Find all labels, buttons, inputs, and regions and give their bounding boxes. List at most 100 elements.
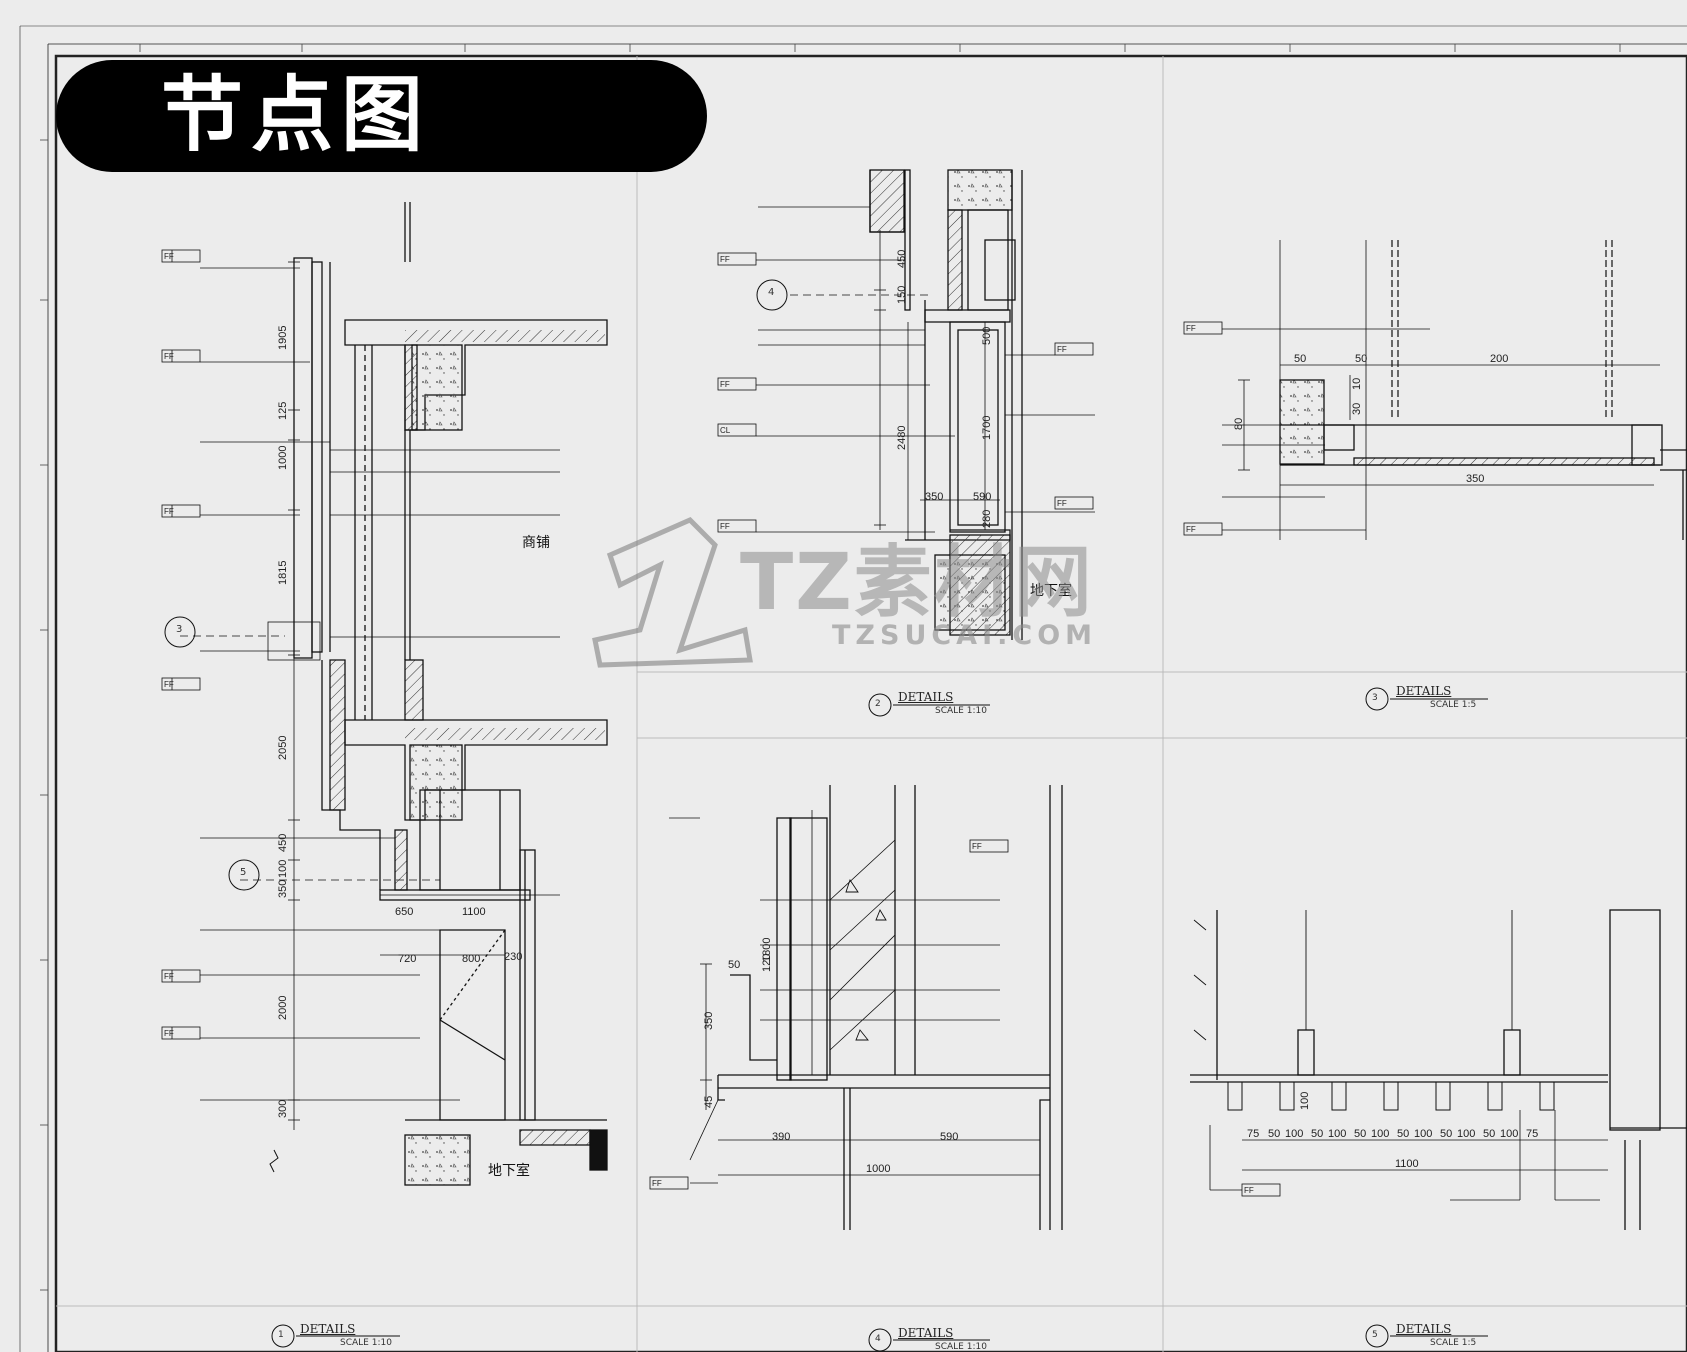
dimension-label: 2480 (896, 426, 908, 450)
section-marker-label: 3 (176, 624, 183, 635)
dimension-label: 100 (277, 860, 289, 878)
finish-tag: FF (1244, 1186, 1254, 1195)
dimension-label: 50 (1268, 1128, 1280, 1140)
finish-tag: FF (1057, 499, 1067, 508)
detail-5-drawing (1190, 909, 1687, 1230)
dimension-label: 50 (728, 959, 740, 971)
watermark-url: TZSUCAI.COM (832, 620, 1098, 651)
dimension-label: 100 (1299, 1092, 1311, 1110)
title-banner (56, 60, 707, 172)
detail-4-number: 4 (875, 1334, 881, 1344)
room-label-basement: 地下室 (488, 1163, 530, 1179)
watermark-brand: TZ素材网 (740, 538, 1094, 628)
dimension-label: 720 (398, 953, 416, 965)
dimension-label: 150 (896, 286, 908, 304)
finish-tag: FF (164, 1029, 174, 1038)
dimension-label: 1815 (277, 561, 289, 585)
dimension-label: 590 (973, 491, 991, 503)
finish-tag: FF (164, 352, 174, 361)
detail-2-title: DETAILS (898, 690, 954, 704)
dimension-label: 1800 (761, 938, 773, 962)
finish-tag: FF (164, 680, 174, 689)
dimension-label: 1000 (866, 1163, 890, 1175)
finish-tag: FF (164, 507, 174, 516)
watermark-logo-icon (592, 517, 753, 668)
dimension-label: 100 (1500, 1128, 1518, 1140)
panel-dividers (56, 56, 1687, 1352)
dimension-label: 80 (1233, 418, 1245, 430)
dimension-label: 1100 (1395, 1158, 1419, 1170)
detail-2-drawing (717, 169, 1095, 640)
finish-tag: FF (164, 252, 174, 261)
dimension-label: 450 (277, 834, 289, 852)
finish-tag: FF (164, 972, 174, 981)
dimension-label: 450 (896, 250, 908, 268)
finish-tag: FF (1186, 525, 1196, 534)
dimension-label: 200 (1490, 353, 1508, 365)
dimension-label: 350 (1466, 473, 1484, 485)
dimension-label: 280 (981, 510, 993, 528)
dimension-label: 800 (462, 953, 480, 965)
dimension-label: 300 (277, 1100, 289, 1118)
sheet-frame (19, 25, 1687, 1352)
grid-ruler-ticks (40, 44, 1621, 1291)
detail-2-scale: SCALE 1:10 (935, 706, 987, 716)
dimension-label: 50 (1294, 353, 1306, 365)
dimension-label: 75 (1247, 1128, 1259, 1140)
detail-4-scale: SCALE 1:10 (935, 1342, 987, 1352)
dimension-label: 75 (1526, 1128, 1538, 1140)
detail-1-title: DETAILS (300, 1322, 356, 1336)
dimension-label: 230 (504, 951, 522, 963)
detail-4-drawing (649, 785, 1063, 1230)
dimension-label: 100 (1457, 1128, 1475, 1140)
dimension-label: 100 (1371, 1128, 1389, 1140)
detail-3-number: 3 (1372, 693, 1378, 703)
dimension-label: 1700 (981, 416, 993, 440)
detail-1-drawing (180, 202, 608, 1186)
section-marker-label: 4 (768, 287, 775, 298)
detail-5-number: 5 (1372, 1330, 1378, 1340)
section-marker-label: 5 (240, 867, 247, 878)
dimension-label: 50 (1440, 1128, 1452, 1140)
dimension-label: 50 (1483, 1128, 1495, 1140)
detail-3-scale: SCALE 1:5 (1430, 700, 1477, 710)
dimension-label: 2050 (277, 736, 289, 760)
detail-2-number: 2 (875, 699, 881, 709)
finish-tag: FF (720, 380, 730, 389)
dimension-label: 2000 (277, 996, 289, 1020)
detail-5-title: DETAILS (1396, 1322, 1452, 1336)
dimension-label: 350 (925, 491, 943, 503)
dimension-label: 125 (277, 402, 289, 420)
detail-1-scale: SCALE 1:10 (340, 1338, 392, 1348)
finish-tag: FF (720, 522, 730, 531)
detail-4-title: DETAILS (898, 1326, 954, 1340)
dimension-label: 50 (1355, 353, 1367, 365)
dimension-label: 1905 (277, 326, 289, 350)
detail-1-tags (161, 249, 201, 1040)
detail-1-section-markers (164, 616, 260, 891)
dimension-label: 650 (395, 906, 413, 918)
detail-5-scale: SCALE 1:5 (1430, 1338, 1477, 1348)
dimension-label: 30 (1351, 403, 1363, 415)
dimension-label: 390 (772, 1131, 790, 1143)
dimension-label: 350 (703, 1012, 715, 1030)
dimension-label: 100 (1414, 1128, 1432, 1140)
dimension-label: 100 (1328, 1128, 1346, 1140)
finish-tag: FF (972, 842, 982, 851)
dimension-label: 1100 (462, 906, 486, 918)
dimension-label: 10 (1351, 378, 1363, 390)
room-label-basement: 地下室 (1030, 583, 1072, 599)
dimension-label: 100 (1285, 1128, 1303, 1140)
dimension-label: 350 (277, 880, 289, 898)
dimension-label: 50 (1354, 1128, 1366, 1140)
dimension-label: 1000 (277, 446, 289, 470)
dimension-label: 590 (940, 1131, 958, 1143)
dimension-label: 50 (1397, 1128, 1409, 1140)
finish-tag: FF (652, 1179, 662, 1188)
dimension-label: 50 (1311, 1128, 1323, 1140)
detail-3-title: DETAILS (1396, 684, 1452, 698)
detail-caption-markers (271, 687, 1488, 1352)
